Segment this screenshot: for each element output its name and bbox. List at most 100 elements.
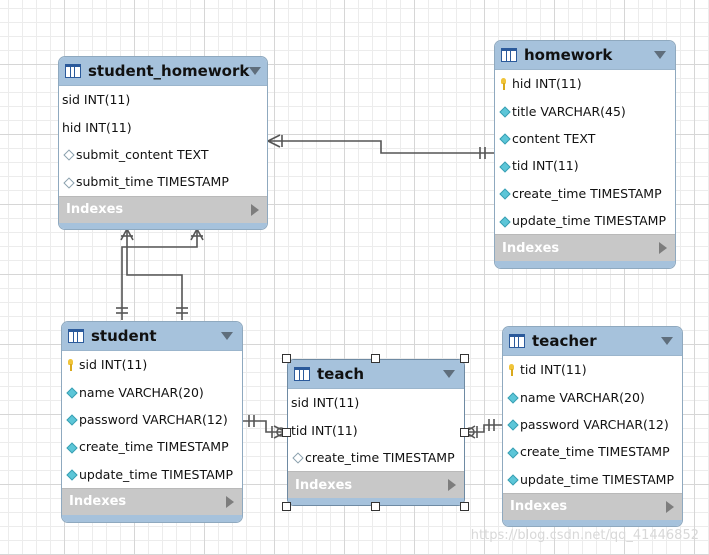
column-label: content TEXT [512,130,596,146]
column-label: create_time TIMESTAMP [520,444,670,460]
indexes-section[interactable]: Indexes [62,487,242,515]
column-diamond-icon [506,391,518,403]
indexes-label: Indexes [66,202,124,218]
column-row[interactable]: update_time TIMESTAMP [495,207,675,234]
resize-handle-middle-left[interactable] [282,428,291,437]
resize-handle-bottom-left[interactable] [282,502,291,511]
rel-student-homework-to-student-2[interactable] [121,229,198,320]
column-row[interactable]: content TEXT [495,125,675,152]
resize-handle-top-left[interactable] [282,354,291,363]
column-diamond-icon [498,160,510,172]
chevron-down-icon[interactable] [443,370,455,378]
rel-student-homework-to-homework[interactable] [268,140,494,154]
column-row[interactable]: update_time TIMESTAMP [503,466,682,493]
column-row[interactable]: tid INT(11) [503,356,682,383]
chevron-right-icon[interactable] [659,242,667,255]
chevron-right-icon[interactable] [226,495,234,508]
column-diamond-icon [65,468,77,480]
column-row[interactable]: tid INT(11) [495,152,675,179]
indexes-label: Indexes [295,477,353,493]
column-label: submit_time TIMESTAMP [76,174,229,190]
indexes-section[interactable]: Indexes [59,195,267,223]
chevron-right-icon[interactable] [448,479,456,492]
column-row[interactable]: sid INT(11) [288,389,464,416]
table-icon [501,48,517,62]
table-student[interactable]: student sid INT(11) name VARCHAR(20) pas… [61,321,243,523]
table-header[interactable]: teacher [503,327,682,356]
table-header[interactable]: homework [495,41,675,70]
indexes-section[interactable]: Indexes [288,471,464,499]
indexes-label: Indexes [502,240,560,256]
column-row[interactable]: name VARCHAR(20) [62,378,242,405]
column-row[interactable]: hid INT(11) [59,113,267,140]
column-label: create_time TIMESTAMP [512,185,662,201]
chevron-down-icon[interactable] [249,67,262,75]
watermark-text: https://blog.csdn.net/qq_41446852 [470,528,699,543]
column-label: sid INT(11) [291,395,360,411]
table-header[interactable]: teach [288,360,464,389]
column-row[interactable]: name VARCHAR(20) [503,383,682,410]
chevron-down-icon[interactable] [221,332,233,340]
column-row[interactable]: password VARCHAR(12) [503,411,682,438]
column-label: create_time TIMESTAMP [79,439,229,455]
column-row[interactable]: tid INT(11) [288,416,464,443]
column-list: tid INT(11) name VARCHAR(20) password VA… [503,356,682,493]
primary-key-icon [65,358,77,371]
chevron-right-icon[interactable] [666,500,674,513]
column-row[interactable]: submit_content TEXT [59,141,267,168]
table-header[interactable]: student_homework [59,57,267,86]
table-icon [509,334,525,348]
column-label: tid INT(11) [520,362,587,378]
column-diamond-icon [506,473,518,485]
column-list: hid INT(11) title VARCHAR(45) content TE… [495,70,675,235]
resize-handle-top-center[interactable] [371,354,380,363]
table-footer [59,222,267,229]
column-row[interactable]: password VARCHAR(12) [62,406,242,433]
column-row[interactable]: update_time TIMESTAMP [62,461,242,488]
rel-student-homework-to-student[interactable] [126,229,183,320]
column-diamond-icon [498,187,510,199]
column-row[interactable]: submit_time TIMESTAMP [59,168,267,195]
column-label: update_time TIMESTAMP [79,466,233,482]
resize-handle-bottom-center[interactable] [371,502,380,511]
column-row[interactable]: create_time TIMESTAMP [495,180,675,207]
column-label: submit_content TEXT [76,146,209,162]
column-row[interactable]: hid INT(11) [495,70,675,97]
chevron-right-icon[interactable] [251,203,259,216]
table-footer [288,498,464,505]
indexes-label: Indexes [510,499,568,515]
column-row[interactable]: title VARCHAR(45) [495,97,675,124]
column-row[interactable]: sid INT(11) [62,351,242,378]
column-list: sid INT(11) name VARCHAR(20) password VA… [62,351,242,488]
resize-handle-top-right[interactable] [460,354,469,363]
table-title: teach [317,365,365,383]
resize-handle-bottom-right[interactable] [460,502,469,511]
table-footer [495,261,675,268]
column-row[interactable]: create_time TIMESTAMP [62,433,242,460]
resize-handle-middle-right[interactable] [460,428,469,437]
column-diamond-icon [498,105,510,117]
column-label: update_time TIMESTAMP [512,213,666,229]
column-label: hid INT(11) [512,76,582,92]
chevron-down-icon[interactable] [661,337,673,345]
column-diamond-icon [62,148,74,160]
table-header[interactable]: student [62,322,242,351]
table-footer [503,519,682,526]
table-teach[interactable]: teach sid INT(11) tid INT(11) create_tim… [287,359,465,506]
column-label: password VARCHAR(12) [520,416,669,432]
column-row[interactable]: create_time TIMESTAMP [503,438,682,465]
indexes-section[interactable]: Indexes [503,492,682,520]
table-student-homework[interactable]: student_homework sid INT(11) hid INT(11)… [58,56,268,230]
table-teacher[interactable]: teacher tid INT(11) name VARCHAR(20) pas… [502,326,683,527]
column-label: password VARCHAR(12) [79,411,228,427]
table-homework[interactable]: homework hid INT(11) title VARCHAR(45) c… [494,40,676,269]
indexes-section[interactable]: Indexes [495,234,675,262]
chevron-down-icon[interactable] [654,51,666,59]
table-icon [65,64,81,78]
column-label: tid INT(11) [291,422,358,438]
table-icon [294,367,310,381]
column-row[interactable]: create_time TIMESTAMP [288,444,464,471]
column-row[interactable]: sid INT(11) [59,86,267,113]
column-label: name VARCHAR(20) [79,384,204,400]
